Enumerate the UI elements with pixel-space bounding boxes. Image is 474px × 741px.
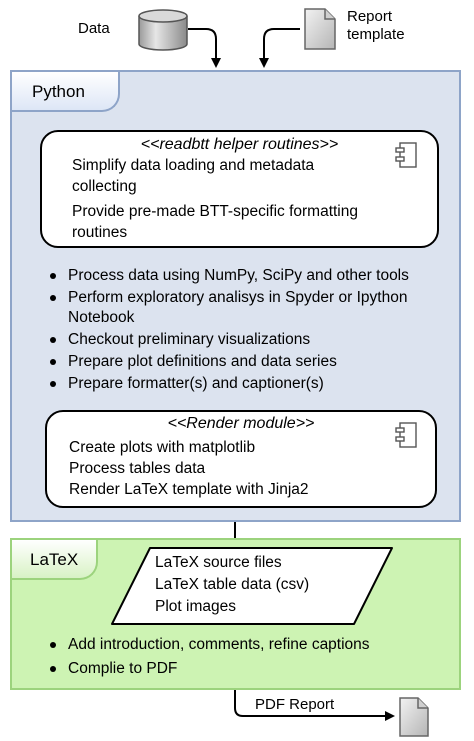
helper-line: collecting <box>72 178 137 195</box>
python-bullet-list: Process data using NumPy, SciPy and othe… <box>48 266 458 394</box>
python-bullet-item: Checkout preliminary visualizations <box>48 330 458 350</box>
python-bullet-item: Perform exploratory analisys in Spyder o… <box>48 288 458 328</box>
report-template-label: Report template <box>347 8 405 43</box>
latex-tab: LaTeX <box>12 540 98 580</box>
python-tab: Python <box>12 72 120 112</box>
python-bullet-item: Prepare formatter(s) and captioner(s) <box>48 374 458 394</box>
latex-bullet-list: Add introduction, comments, refine capti… <box>48 635 458 679</box>
helper-line: routines <box>72 224 128 241</box>
render-module-component: <<Render module>> Create plots with matp… <box>45 410 437 508</box>
render-module-stereotype: <<Render module>> <box>167 415 315 432</box>
helper-line: Provide pre-made BTT-specific formatting <box>72 203 358 220</box>
python-bullet-item: Process data using NumPy, SciPy and othe… <box>48 266 458 286</box>
helper-routines-stereotype: <<readbtt helper routines>> <box>140 136 339 153</box>
data-to-python-arrow <box>188 28 221 68</box>
pdf-document-icon <box>399 697 429 737</box>
latex-source-item: Plot images <box>155 598 236 615</box>
python-title: Python <box>32 82 85 101</box>
data-label: Data <box>78 20 110 37</box>
render-line: Create plots with matplotlib <box>69 439 256 456</box>
python-bullet-item: Prepare plot definitions and data series <box>48 352 458 372</box>
helper-routines-component: <<readbtt helper routines>> Simplify dat… <box>40 130 439 248</box>
latex-to-pdf-arrow <box>234 686 395 721</box>
render-line: Process tables data <box>69 460 206 477</box>
latex-bullet-item: Complie to PDF <box>48 659 458 679</box>
latex-sources-parallelogram <box>111 547 393 625</box>
helper-line: Simplify data loading and metadata <box>72 157 315 174</box>
latex-source-item: LaTeX source files <box>155 554 282 571</box>
component-icon <box>395 142 417 168</box>
pdf-report-label: PDF Report <box>255 696 335 713</box>
latex-title: LaTeX <box>30 550 79 569</box>
latex-source-item: LaTeX table data (csv) <box>155 576 310 593</box>
component-icon <box>395 422 417 448</box>
database-icon <box>138 9 188 51</box>
latex-bullet-item: Add introduction, comments, refine capti… <box>48 635 458 655</box>
document-icon <box>304 8 336 50</box>
render-line: Render LaTeX template with Jinja2 <box>69 481 309 498</box>
template-to-python-arrow <box>259 28 300 68</box>
